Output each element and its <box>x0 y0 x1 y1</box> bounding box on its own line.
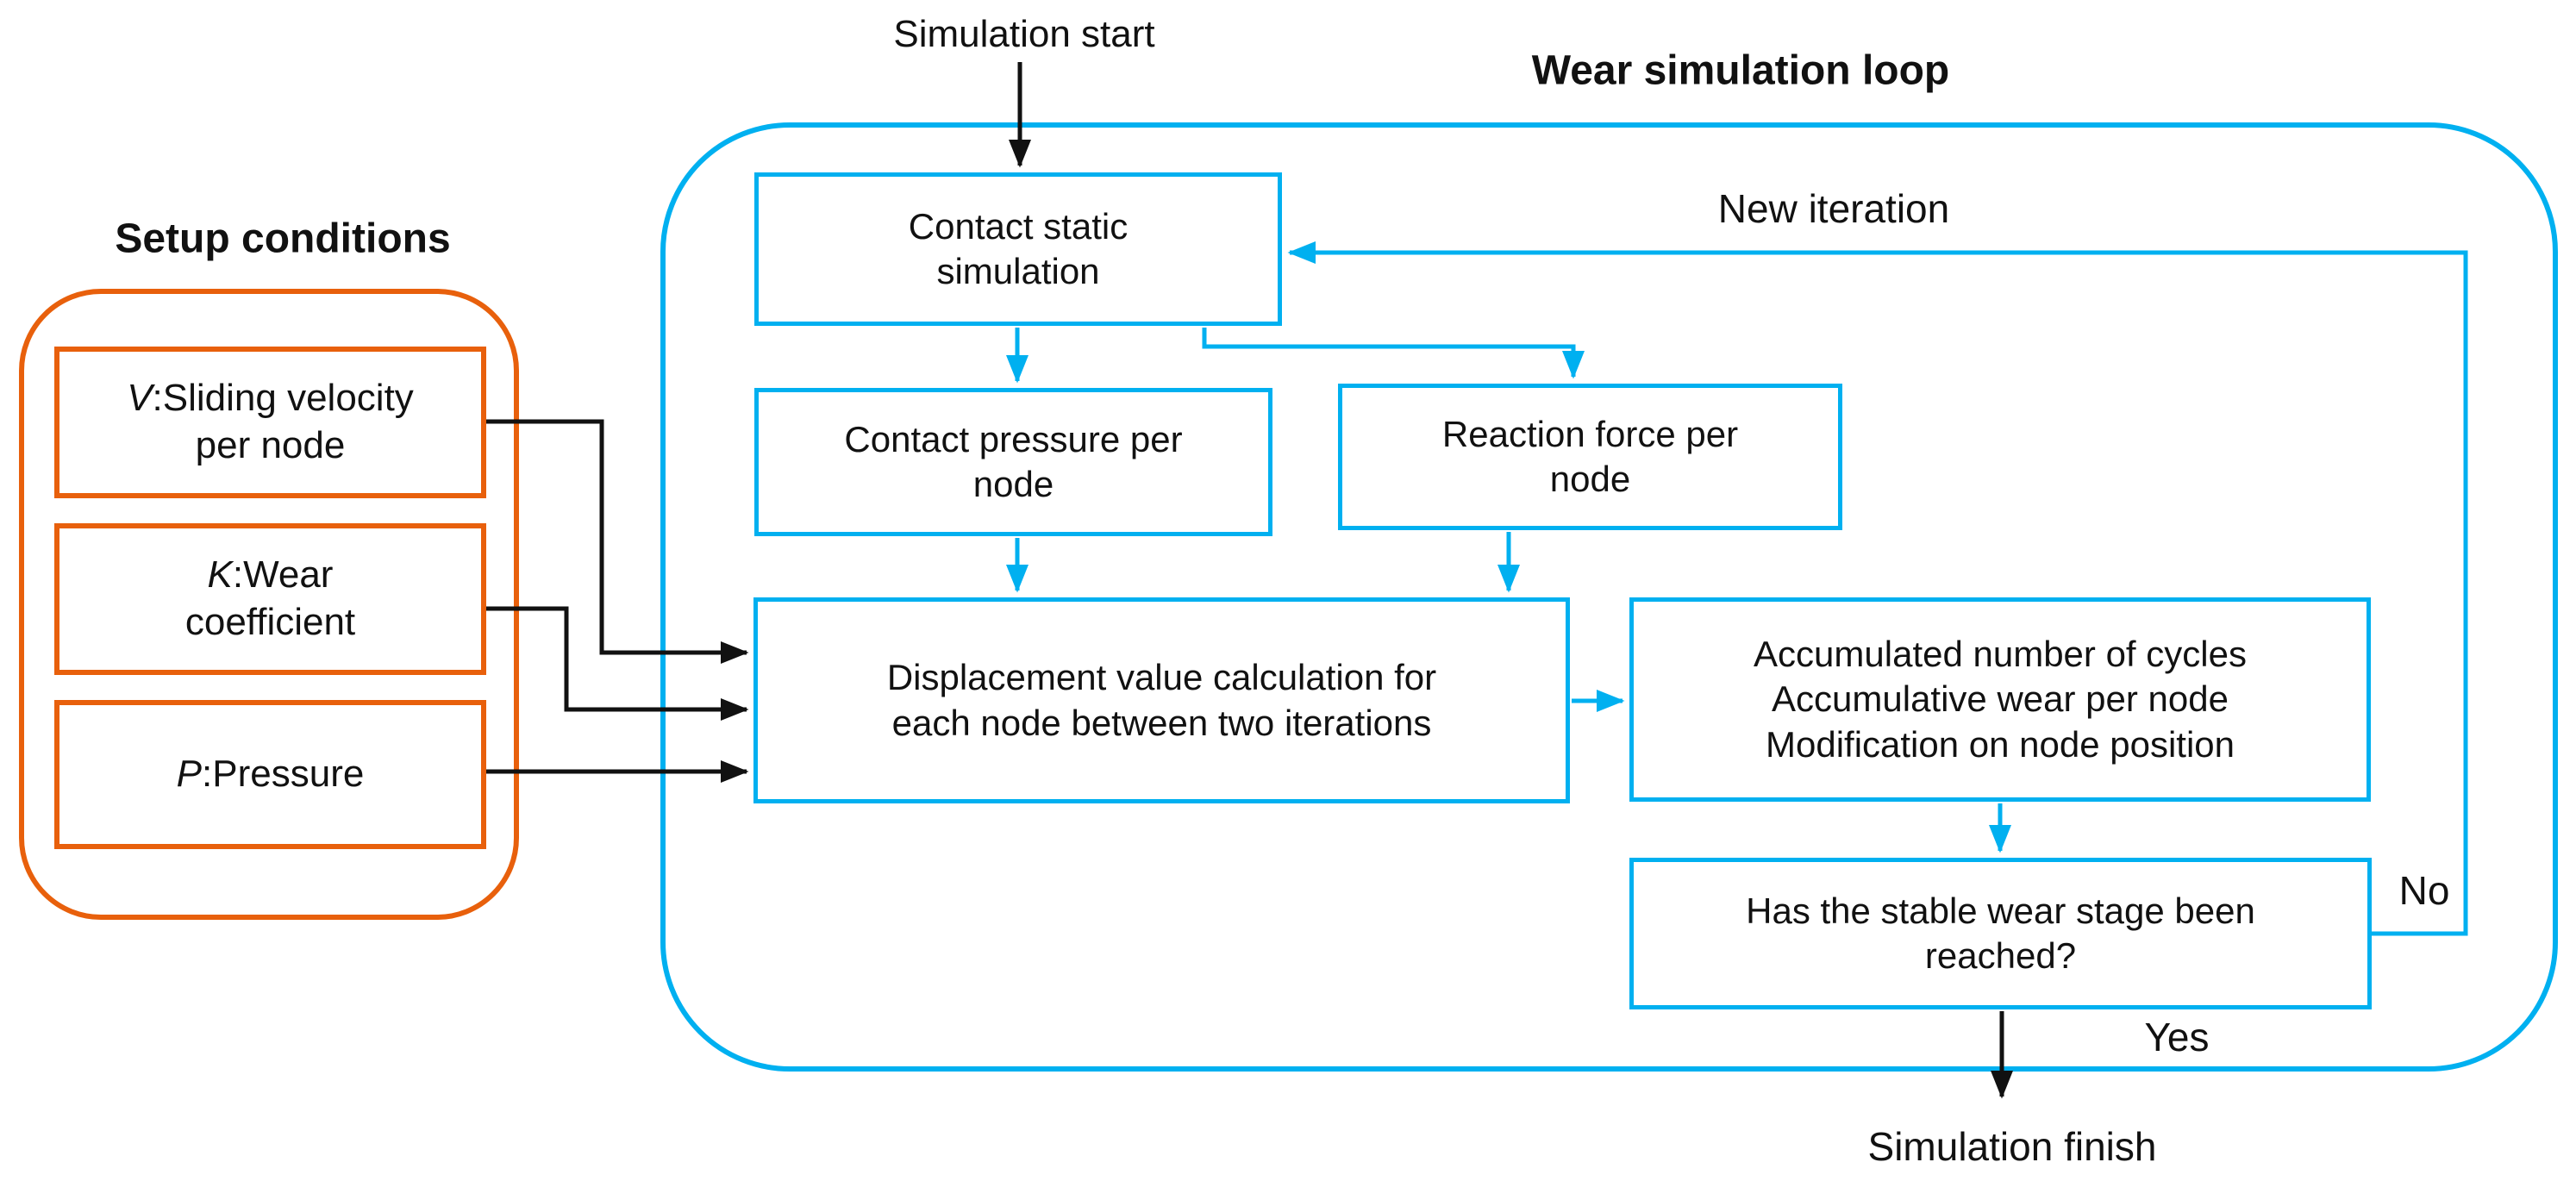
symbol-v: V <box>127 377 153 420</box>
node-text: node <box>1549 459 1631 499</box>
node-line: K:Wear <box>208 552 334 599</box>
node-text: each node between two iterations <box>891 702 1432 743</box>
node-text: Contact static <box>908 205 1129 247</box>
node-pressure: P:Pressure <box>54 700 486 849</box>
node-text: :Sliding velocity <box>152 377 414 420</box>
node-text: per node <box>195 424 346 466</box>
setup-title: Setup conditions <box>115 216 451 262</box>
simulation-start-label: Simulation start <box>893 13 1155 55</box>
node-text: Has the stable wear stage been <box>1746 890 2255 931</box>
node-text: Displacement value calculation for <box>886 657 1437 698</box>
node-line: P:Pressure <box>177 751 365 798</box>
symbol-k: K <box>207 553 233 597</box>
node-text: :Pressure <box>202 753 365 796</box>
node-reaction-force-per-node: Reaction force per node <box>1338 384 1842 530</box>
simulation-finish-label: Simulation finish <box>1867 1124 2157 1169</box>
node-line: V:Sliding velocity <box>127 375 414 422</box>
node-stable-wear-stage-question: Has the stable wear stage been reached? <box>1629 858 2372 1009</box>
node-text: Accumulative wear per node <box>1772 678 2229 720</box>
node-displacement-calculation: Displacement value calculation for each … <box>753 597 1570 803</box>
new-iteration-label: New iteration <box>1717 186 1950 231</box>
loop-title: Wear simulation loop <box>1531 47 1950 94</box>
node-text: simulation <box>936 251 1100 291</box>
no-label: No <box>2398 868 2450 913</box>
node-text: reached? <box>1924 935 2077 976</box>
node-contact-pressure-per-node: Contact pressure per node <box>754 388 1272 536</box>
node-contact-static-simulation: Contact static simulation <box>754 172 1282 326</box>
node-text: Contact pressure per <box>844 418 1183 459</box>
node-sliding-velocity: V:Sliding velocity per node <box>54 347 486 498</box>
node-text: coefficient <box>184 601 356 643</box>
node-text: Accumulated number of cycles <box>1754 634 2247 675</box>
node-wear-coefficient: K:Wear coefficient <box>54 523 486 675</box>
node-text: :Wear <box>232 553 334 597</box>
node-accumulated-results: Accumulated number of cycles Accumulativ… <box>1629 597 2371 802</box>
symbol-p: P <box>176 753 203 796</box>
yes-label: Yes <box>2144 1015 2210 1059</box>
node-text: node <box>972 464 1054 504</box>
node-text: Reaction force per <box>1441 413 1739 454</box>
node-text: Modification on node position <box>1765 723 2235 765</box>
